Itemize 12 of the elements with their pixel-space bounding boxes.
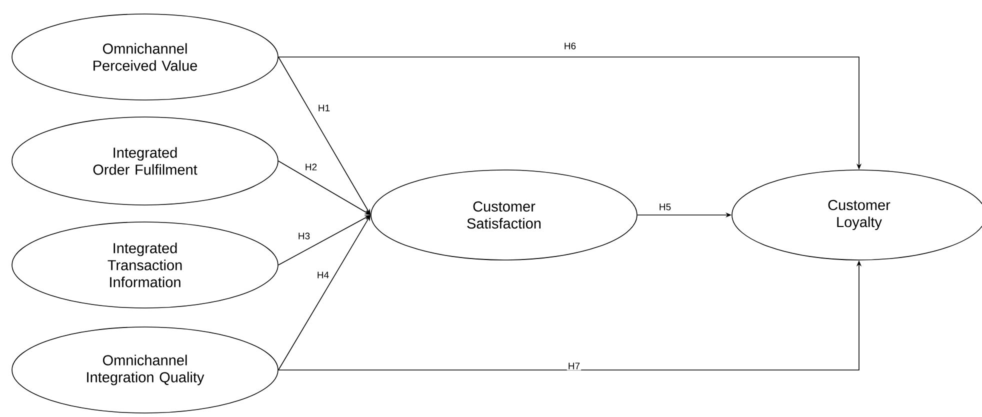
edge-label: H7 xyxy=(566,362,582,370)
edge-label: H1 xyxy=(316,104,332,112)
edge-label: H5 xyxy=(658,202,672,212)
ellipse-node: Customer Satisfaction xyxy=(370,170,638,260)
edge-label: H2 xyxy=(304,162,318,172)
ellipse-node: Integrated Order Fulfilment xyxy=(12,116,278,206)
ellipse-node: Omnichannel Integration Quality xyxy=(12,326,278,414)
ellipse-node: Integrated Transaction Information xyxy=(12,222,278,308)
edge-label: H3 xyxy=(296,232,312,240)
edge-label: H4 xyxy=(316,270,330,280)
edge-label: H6 xyxy=(562,42,578,50)
ellipse-node: Omnichannel Perceived Value xyxy=(12,14,278,100)
